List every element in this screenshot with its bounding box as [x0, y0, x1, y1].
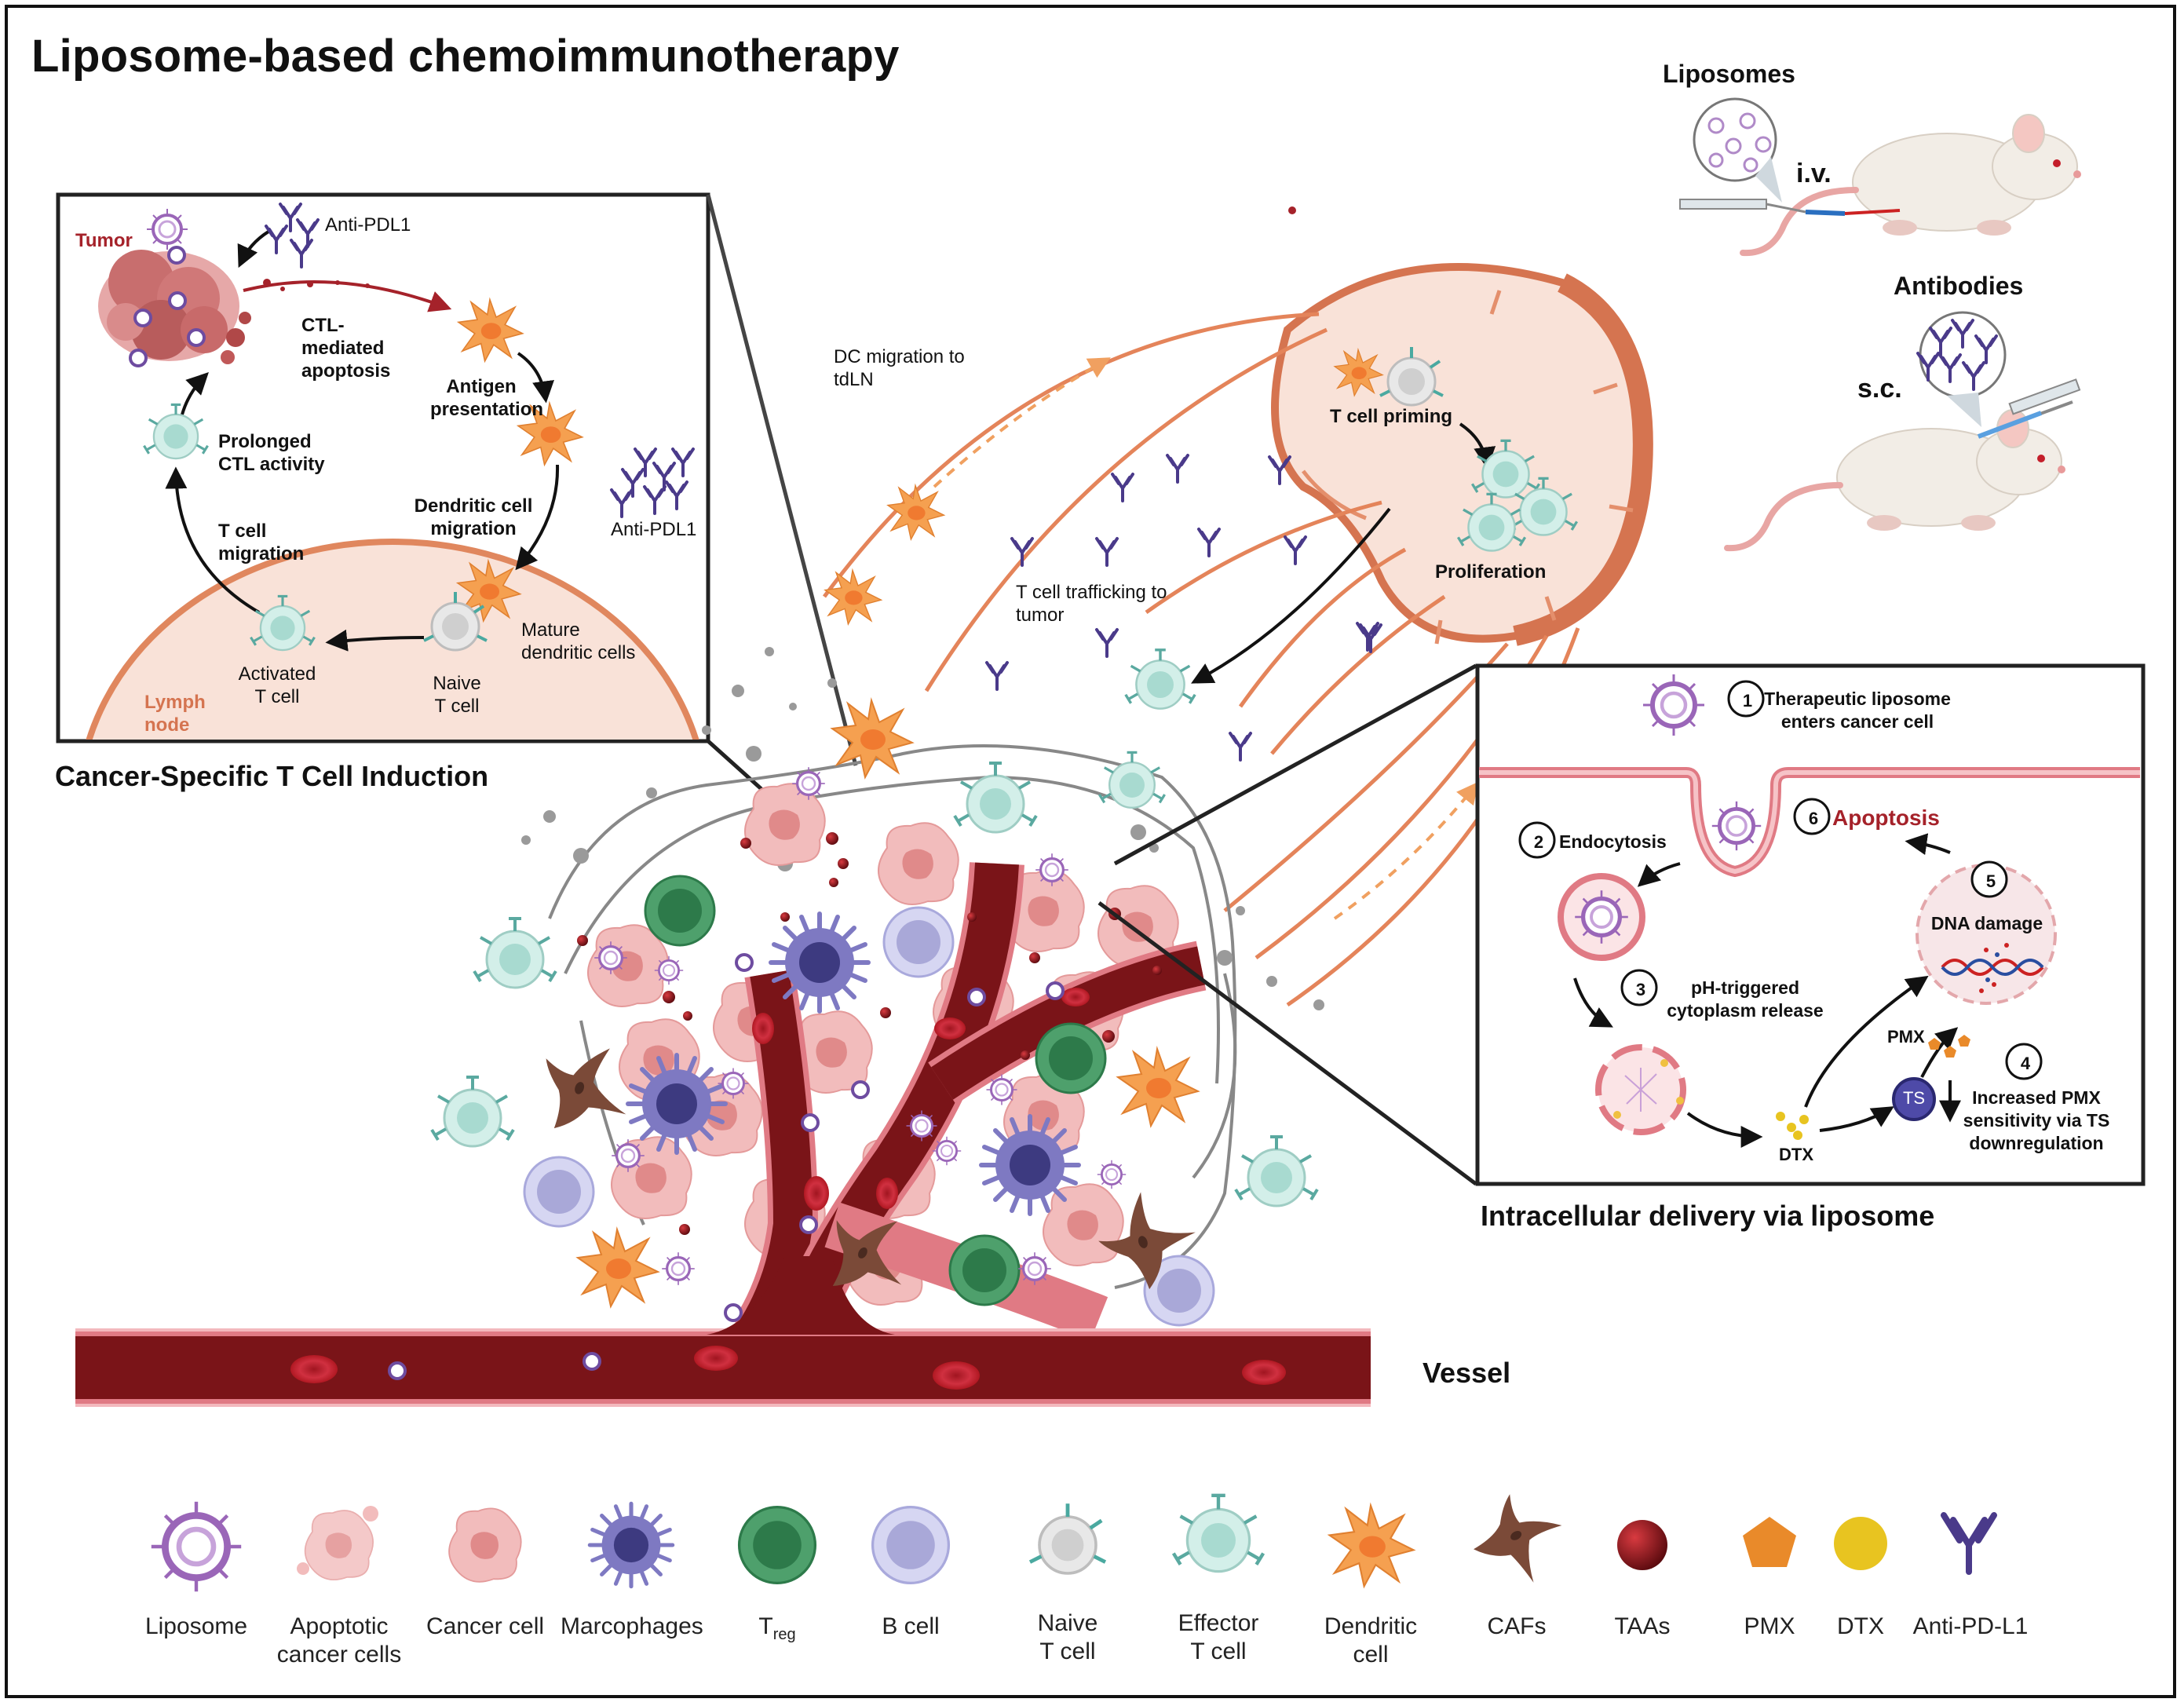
tumor-microenvironment	[75, 647, 1371, 1407]
legend-dendritic: Dendritic cell	[1324, 1613, 1418, 1668]
step-1-label: Therapeutic liposome enters cancer cell	[1764, 689, 1951, 732]
lymphatic-vessels	[822, 312, 1580, 1007]
legend-apoptotic: Apoptotic cancer cells	[276, 1613, 402, 1668]
step-2-number: 2	[1533, 832, 1544, 852]
iv-injection-mouse	[1679, 97, 2081, 253]
anti-pdl1-label-top: Anti-PDL1	[325, 214, 411, 236]
legend-cancer: Cancer cell	[425, 1613, 545, 1639]
step-5-badge	[1970, 860, 2008, 898]
dc-migration-tdln-label: DC migration to tdLN	[834, 346, 965, 390]
tumor-label: Tumor	[75, 230, 133, 251]
legend-cafs: CAFs	[1487, 1613, 1547, 1639]
step-2-badge	[1518, 821, 1556, 859]
induction-title: Cancer-Specific T Cell Induction	[55, 760, 489, 792]
lymph-node-shape	[86, 539, 699, 740]
step-5-number: 5	[1985, 871, 1996, 891]
step-1-badge	[1727, 680, 1765, 718]
legend-treg: Treg	[758, 1613, 796, 1643]
naive-t-label: Naive T cell	[433, 673, 481, 717]
figure-frame	[5, 5, 2176, 1698]
ctl-apoptosis-label: CTL- mediated apoptosis	[301, 315, 391, 382]
delivery-panel	[1475, 663, 2146, 1186]
step-2-label: Endocytosis	[1559, 831, 1667, 852]
proliferation-label: Proliferation	[1435, 561, 1547, 583]
step-4-badge	[2005, 1043, 2043, 1080]
mature-dc-label: Mature dendritic cells	[521, 619, 636, 663]
antibodies-label: Antibodies	[1894, 272, 2024, 300]
ts-enzyme-icon	[1892, 1077, 1936, 1121]
sc-injection-mouse	[1727, 311, 2081, 548]
legend-pmx: PMX	[1744, 1613, 1795, 1639]
step-4-number: 4	[2020, 1054, 2031, 1073]
t-cell-migration-label: T cell migration	[218, 521, 305, 564]
step-5-label: DNA damage	[1930, 913, 2043, 933]
pmx-label: PMX	[1887, 1027, 1925, 1047]
pmx-pentagons	[1928, 1035, 1970, 1058]
t-cell-trafficking-label: T cell trafficking to tumor	[1016, 582, 1167, 626]
legend-effector-t: Effector T cell	[1178, 1610, 1259, 1664]
dtx-dots	[1776, 1112, 1809, 1140]
ts-label: TS	[1902, 1088, 1926, 1108]
legend-taas: TAAs	[1614, 1613, 1671, 1639]
step-3-badge	[1620, 969, 1658, 1006]
anti-pdl1-label-right: Anti-PDL1	[611, 519, 697, 540]
sc-label: s.c.	[1857, 374, 1902, 404]
step-3-number: 3	[1635, 980, 1646, 999]
lymph-node-label: Lymph node	[144, 692, 206, 736]
step-3-label: pH-triggered cytoplasm release	[1667, 977, 1824, 1021]
antigen-presentation-label: Antigen presentation	[430, 376, 544, 420]
legend-liposome: Liposome	[144, 1613, 248, 1639]
liposomes-label: Liposomes	[1663, 60, 1795, 88]
dtx-label: DTX	[1779, 1145, 1813, 1164]
activated-t-label: Activated T cell	[238, 663, 316, 707]
delivery-title: Intracellular delivery via liposome	[1481, 1200, 1935, 1232]
prolonged-ctl-label: Prolonged CTL activity	[218, 431, 325, 475]
step-1-number: 1	[1742, 691, 1753, 711]
induction-panel	[56, 192, 710, 743]
tumor-cluster-icon	[98, 207, 251, 367]
legend-b-cell: B cell	[882, 1613, 940, 1639]
page-title: Liposome-based chemoimmunotherapy	[31, 31, 900, 82]
step-6-number: 6	[1808, 809, 1819, 828]
legend-anti-pdl1: Anti-PD-L1	[1912, 1613, 2029, 1639]
step-4-label: Increased PMX sensitivity via TS downreg…	[1963, 1087, 2110, 1153]
step-6-badge	[1793, 798, 1831, 835]
legend-naive-t: Naive T cell	[1037, 1610, 1098, 1664]
step-6-label: Apoptosis	[1832, 806, 1940, 830]
legend-icons	[152, 1479, 1997, 1601]
lymph-node-icon	[1271, 263, 1653, 646]
vessel-label: Vessel	[1423, 1357, 1511, 1389]
t-cell-priming-label: T cell priming	[1330, 406, 1453, 427]
dc-migration-label: Dendritic cell migration	[414, 495, 533, 539]
iv-label: i.v.	[1796, 159, 1832, 188]
legend-dtx: DTX	[1837, 1613, 1884, 1639]
legend-macrophage: Marcophages	[561, 1613, 703, 1639]
